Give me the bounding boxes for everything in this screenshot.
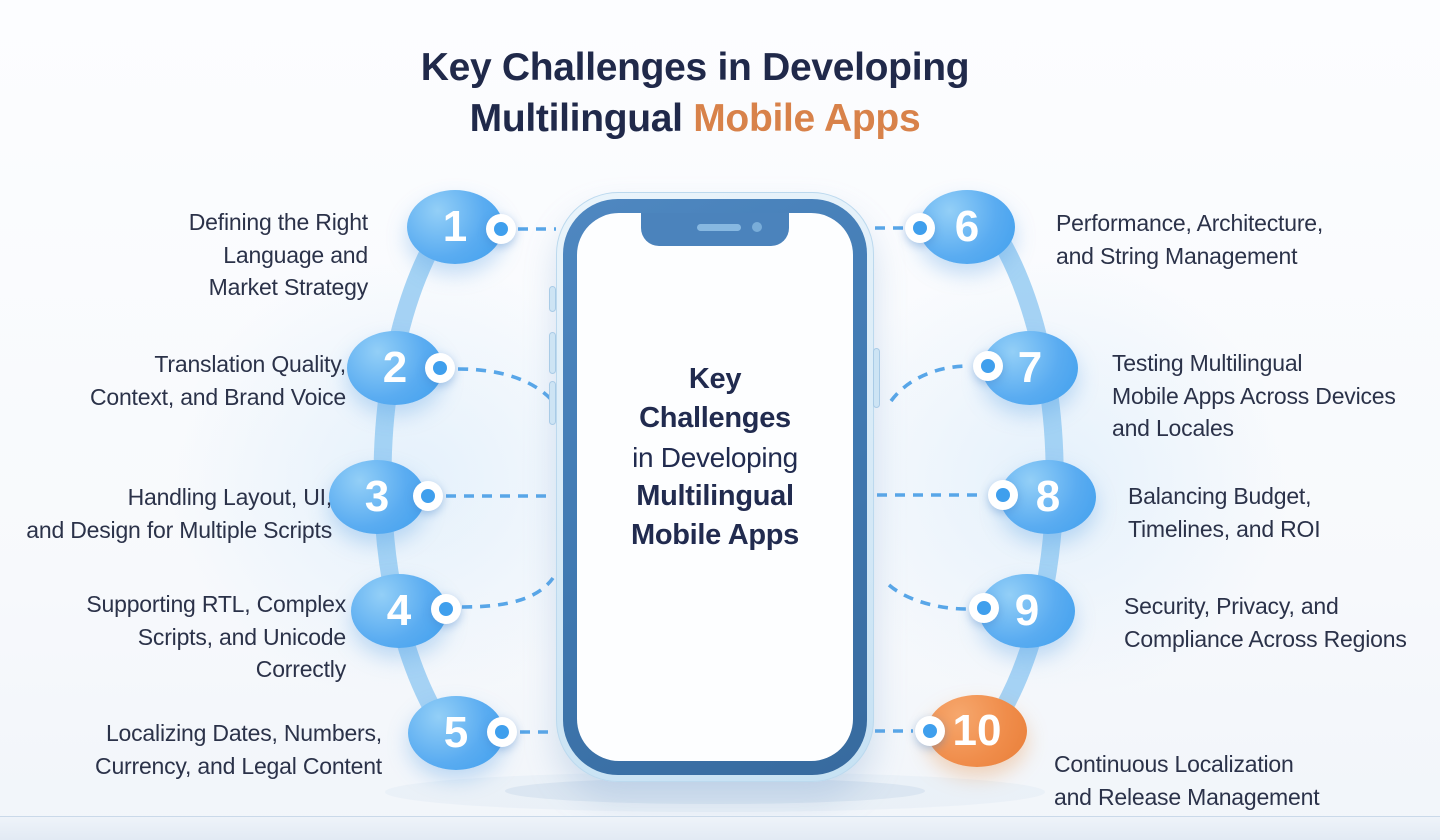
connector-dot-core [439, 602, 453, 616]
challenge-text-line: Language and [223, 241, 368, 268]
connector-dot-5 [487, 717, 517, 747]
phone-volume-down-button [549, 381, 556, 425]
challenge-text-line: Performance, Architecture, [1056, 210, 1324, 236]
challenge-text-line: Translation Quality, [154, 351, 346, 377]
page-title-line2-accent: Mobile Apps [693, 97, 921, 140]
page-title-line2: Multilingual Mobile Apps [25, 93, 1365, 144]
challenge-text-line: and Design for Multiple Scripts [26, 516, 332, 543]
page-title-line2-navy: Multilingual [469, 97, 683, 140]
number-bubble-8: 8 [1000, 460, 1096, 534]
connector-dot-core [913, 221, 927, 235]
challenge-text-6: Performance, Architecture, and String Ma… [1056, 207, 1323, 272]
challenge-text-line: Testing Multilingual [1112, 350, 1303, 376]
challenge-text-line: Context, and Brand Voice [89, 383, 346, 410]
screen-title-line3: in Developing [632, 442, 798, 473]
challenge-text-line: Currency, and Legal Content [95, 752, 382, 779]
bubble-number: 6 [954, 202, 980, 251]
connector-dot-1 [486, 214, 516, 244]
bubble-number: 9 [1014, 586, 1040, 635]
challenge-text-10: Continuous Localization and Release Mana… [1054, 748, 1320, 813]
phone-speaker-slot [697, 224, 741, 231]
challenge-text-line: Timelines, and ROI [1128, 515, 1321, 542]
challenge-text-line: Handling Layout, UI, [127, 484, 333, 510]
challenge-text-line: Balancing Budget, [1128, 483, 1312, 509]
connector-dot-core [495, 725, 509, 739]
challenge-text-line: Continuous Localization [1054, 751, 1294, 777]
connector-dot-6 [905, 213, 935, 243]
connector-dot-core [977, 601, 991, 615]
connector-dot-core [981, 359, 995, 373]
connector-dot-9 [969, 593, 999, 623]
challenge-text-line: and String Management [1056, 242, 1298, 269]
connector-dot-3 [413, 481, 443, 511]
page-title: Key Challenges in Developing Multilingua… [25, 42, 1365, 144]
challenge-text-2: Translation Quality, Context, and Brand … [90, 348, 346, 413]
phone-floor-shadow-inner [505, 778, 925, 804]
number-bubble-3: 3 [329, 460, 425, 534]
number-bubble-10: 10 [927, 695, 1027, 767]
challenge-text-4: Supporting RTL, Complex Scripts, and Uni… [86, 588, 346, 686]
challenge-text-line: Scripts, and Unicode [137, 623, 346, 650]
connector-dot-4 [431, 594, 461, 624]
bubble-number: 5 [443, 708, 469, 757]
number-bubble-4: 4 [351, 574, 447, 648]
bubble-number: 7 [1017, 343, 1043, 392]
bubble-number: 4 [386, 586, 412, 635]
challenge-text-line: and Release Management [1054, 783, 1320, 810]
dashed-connector-4 [461, 576, 555, 609]
screen-title-line1: Key [688, 363, 742, 395]
challenge-text-line: Localizing Dates, Numbers, [105, 720, 382, 746]
connector-dot-core [494, 222, 508, 236]
connector-dot-7 [973, 351, 1003, 381]
screen-title-line2: Challenges [639, 402, 791, 434]
floor-band [0, 816, 1440, 840]
phone-screen-title: Key Challenges in Developing Multilingua… [577, 360, 853, 555]
challenge-text-1: Defining the Right Language and Market S… [189, 206, 368, 304]
challenge-text-line: Mobile Apps Across Devices [1112, 382, 1396, 409]
screen-title-line4: Multilingual [636, 480, 794, 512]
connector-dot-core [421, 489, 435, 503]
bubble-number: 2 [382, 343, 408, 392]
challenge-text-7: Testing Multilingual Mobile Apps Across … [1112, 347, 1396, 445]
connector-dot-core [923, 724, 937, 738]
connector-dot-8 [988, 480, 1018, 510]
phone-mute-button [549, 286, 556, 312]
challenge-text-line: Supporting RTL, Complex [86, 591, 346, 617]
challenge-text-line: Market Strategy [208, 274, 369, 300]
challenge-text-line: Security, Privacy, and [1124, 593, 1339, 619]
challenge-text-line: and Locales [1112, 415, 1234, 441]
phone-volume-up-button [549, 332, 556, 374]
phone-power-button [873, 348, 880, 408]
phone-camera-dot [752, 222, 762, 232]
bubble-number: 3 [364, 472, 390, 521]
bubble-number: 10 [952, 706, 1002, 755]
challenge-text-5: Localizing Dates, Numbers, Currency, and… [95, 717, 382, 782]
connector-dot-core [433, 361, 447, 375]
bubble-number: 8 [1035, 472, 1061, 521]
challenge-text-line: Compliance Across Regions [1124, 625, 1407, 652]
challenge-text-8: Balancing Budget, Timelines, and ROI [1128, 480, 1321, 545]
phone-screen [577, 213, 853, 761]
challenge-text-3: Handling Layout, UI, and Design for Mult… [26, 481, 332, 546]
dashed-connector-7 [889, 364, 970, 403]
connector-dot-10 [915, 716, 945, 746]
page-title-line1: Key Challenges in Developing [420, 46, 970, 89]
challenge-text-line: Correctly [255, 656, 346, 682]
number-bubble-6: 6 [919, 190, 1015, 264]
challenge-text-line: Defining the Right [188, 209, 368, 235]
screen-title-line5: Mobile Apps [630, 519, 799, 551]
bubble-number: 1 [442, 202, 468, 251]
connector-dot-2 [425, 353, 455, 383]
dashed-connector-9 [887, 583, 967, 611]
challenge-text-9: Security, Privacy, and Compliance Across… [1124, 590, 1407, 655]
connector-dot-core [996, 488, 1010, 502]
dashed-connector-2 [457, 367, 558, 407]
